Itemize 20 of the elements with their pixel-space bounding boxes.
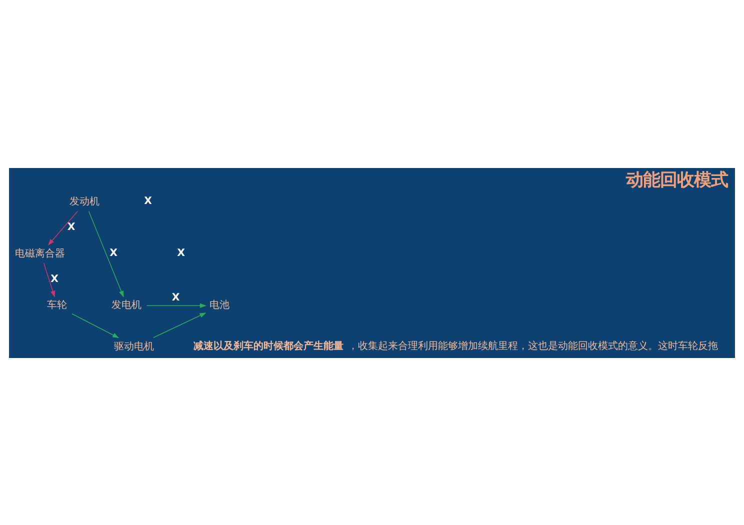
node-text: 电磁离合器 — [15, 248, 66, 259]
edge-label: X — [67, 221, 76, 232]
diagram-title: 动能回收模式 — [626, 170, 728, 190]
caption: 减速以及刹车的时候都会产生能量，收集起来合理利用能够增加续航里程，这也是动能回收模式的意义。这时车轮反拖 — [193, 340, 718, 352]
arrow — [72, 312, 120, 338]
arrow — [146, 302, 206, 308]
edge-label: X — [172, 292, 180, 304]
node-text: 发电机 — [111, 300, 142, 311]
edge-label: X — [50, 273, 59, 284]
node-text: 电池 — [209, 300, 230, 311]
arrow — [153, 312, 206, 338]
arrow — [43, 262, 56, 298]
arrow — [88, 210, 124, 297]
node-text: 发动机 — [70, 196, 100, 208]
label: X — [144, 196, 152, 207]
node-text: 车轮 — [46, 300, 67, 311]
node-text: 驱动电机 — [114, 340, 154, 352]
label: X — [177, 247, 186, 258]
edge-label: X — [110, 247, 118, 258]
arrow — [48, 210, 78, 245]
